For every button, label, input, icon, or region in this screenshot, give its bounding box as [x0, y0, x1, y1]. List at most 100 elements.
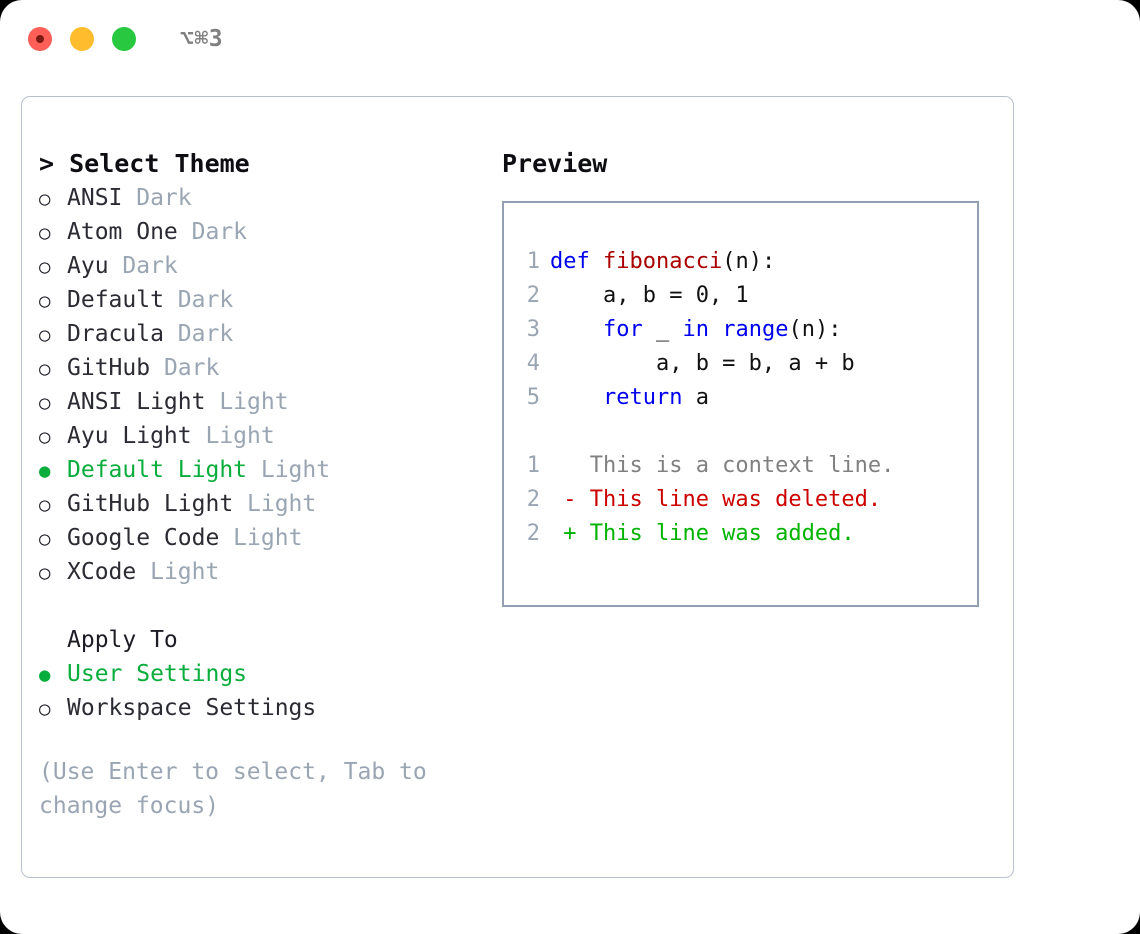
radio-unselected-icon: ○ — [39, 324, 51, 346]
code-token: range — [722, 317, 789, 342]
line-number: 2 — [526, 283, 540, 308]
theme-option-label: Dracula — [67, 321, 164, 347]
code-token: (n): — [722, 249, 776, 274]
theme-option-label: Atom One — [67, 219, 178, 245]
code-token: fibonacci — [602, 249, 723, 274]
radio-unselected-icon: ○ — [39, 528, 51, 550]
theme-option-google-code[interactable]: ○ Google Code Light — [39, 521, 499, 555]
code-line: 2 a, b = 0, 1 — [504, 279, 977, 313]
window-controls — [28, 27, 136, 51]
theme-option-suffix: Light — [247, 457, 331, 483]
radio-selected-icon: ● — [39, 664, 51, 686]
title-bar: ⌥⌘3 — [0, 0, 1140, 78]
theme-option-suffix: Dark — [122, 185, 192, 211]
diff-sample: 1 This is a context line. 2 - This line w… — [504, 449, 977, 551]
code-token: - This line was deleted. — [550, 487, 882, 512]
apply-to-option-label: User Settings — [67, 661, 248, 687]
theme-option-label: GitHub Light — [67, 491, 234, 517]
line-number: 4 — [526, 351, 540, 376]
code-token: in — [682, 317, 709, 342]
radio-unselected-icon: ○ — [39, 256, 51, 278]
theme-option-default[interactable]: ○ Default Dark — [39, 283, 499, 317]
theme-option-atom-one[interactable]: ○Atom One Dark — [39, 215, 499, 249]
theme-option-dracula[interactable]: ○ Dracula Dark — [39, 317, 499, 351]
theme-option-ansi-light[interactable]: ○ ANSI Light Light — [39, 385, 499, 419]
theme-list[interactable]: ○ ANSI Dark ○ Atom One Dark ○ Ayu Dark ○ Defaul… — [39, 181, 499, 589]
radio-unselected-icon: ○ — [39, 392, 51, 414]
theme-option-suffix: Light — [219, 525, 303, 551]
code-token: This is a context line. — [550, 453, 895, 478]
code-line: 3 for _ in range(n): — [504, 313, 977, 347]
radio-unselected-icon: ○ — [39, 426, 51, 448]
theme-option-label: Ayu — [67, 253, 109, 279]
theme-option-label: ANSI Light — [67, 389, 206, 415]
radio-unselected-icon: ○ — [39, 290, 51, 312]
theme-option-suffix: Dark — [163, 321, 234, 347]
theme-option-label: Google Code — [67, 525, 220, 551]
apply-to-option-workspace-settings[interactable]: ○ Workspace Settings — [39, 691, 499, 725]
theme-option-label: Default Light — [67, 457, 248, 483]
theme-option-default-light[interactable]: ● Default Light Light — [39, 453, 499, 487]
apply-to-option-user-settings[interactable]: ● User Settings — [39, 657, 499, 691]
code-token: a, b = 0, 1 — [550, 283, 749, 308]
window-title: ⌥⌘3 — [180, 26, 224, 52]
theme-option-label: ANSI — [67, 185, 123, 211]
theme-option-label: Default — [67, 287, 164, 313]
line-number: 1 — [526, 249, 540, 274]
code-token: for — [602, 317, 643, 342]
theme-option-suffix: Dark — [108, 253, 178, 279]
select-theme-heading: > Select Theme — [39, 149, 250, 178]
main-panel: > Select Theme ○ANSI Dark○Atom One Dark○… — [21, 96, 1014, 878]
code-token — [709, 313, 722, 347]
code-token: _ — [642, 317, 683, 342]
maximize-button[interactable] — [112, 27, 136, 51]
radio-unselected-icon: ○ — [39, 222, 51, 244]
line-number: 5 — [526, 385, 540, 410]
code-token — [550, 381, 603, 415]
theme-option-ayu-light[interactable]: ○ Ayu Light Light — [39, 419, 499, 453]
radio-unselected-icon: ○ — [39, 358, 51, 380]
theme-option-ayu[interactable]: ○ Ayu Dark — [39, 249, 499, 283]
keyboard-hint: (Use Enter to select, Tab to change focu… — [39, 759, 427, 819]
theme-option-suffix: Light — [233, 491, 317, 517]
apply-to-heading: Apply To — [67, 627, 178, 653]
theme-option-suffix: Light — [136, 559, 220, 585]
apply-to-list[interactable]: ● User Settings ○ Workspace Settings — [39, 657, 499, 725]
apply-to-option-label: Workspace Settings — [67, 695, 317, 721]
theme-option-github-light[interactable]: ○ GitHub Light Light — [39, 487, 499, 521]
radio-unselected-icon: ○ — [39, 698, 51, 720]
code-token: (n): — [788, 317, 842, 342]
theme-option-suffix: Light — [191, 423, 275, 449]
theme-option-github[interactable]: ○GitHub Dark — [39, 351, 499, 385]
line-number: 1 — [526, 453, 540, 478]
code-line: 4 a, b = b, a + b — [504, 347, 977, 381]
code-token: a — [682, 385, 709, 410]
theme-option-suffix: Light — [205, 389, 289, 415]
section-spacer — [39, 589, 499, 623]
theme-option-suffix: Dark — [163, 287, 234, 313]
theme-option-suffix: Dark — [150, 355, 220, 381]
close-button[interactable] — [28, 27, 52, 51]
radio-unselected-icon: ○ — [39, 494, 51, 516]
code-token: a, b = b, a + b — [550, 351, 855, 376]
theme-option-label: Ayu Light — [67, 423, 192, 449]
line-number: 2 — [526, 521, 540, 546]
theme-option-xcode[interactable]: ○XCode Light — [39, 555, 499, 589]
radio-unselected-icon: ○ — [39, 562, 51, 584]
radio-selected-icon: ● — [39, 460, 51, 482]
diff-line: 1 This is a context line. — [504, 449, 977, 483]
preview-heading: Preview — [502, 149, 608, 178]
code-token: return — [602, 385, 683, 410]
code-token — [550, 313, 603, 347]
radio-unselected-icon: ○ — [39, 188, 51, 210]
code-token: def — [550, 249, 603, 274]
theme-selector-column: > Select Theme ○ANSI Dark○Atom One Dark○… — [39, 147, 499, 823]
diff-line: 2 + This line was added. — [504, 517, 977, 551]
minimize-button[interactable] — [70, 27, 94, 51]
theme-option-ansi[interactable]: ○ ANSI Dark — [39, 181, 499, 215]
line-number: 3 — [526, 317, 540, 342]
